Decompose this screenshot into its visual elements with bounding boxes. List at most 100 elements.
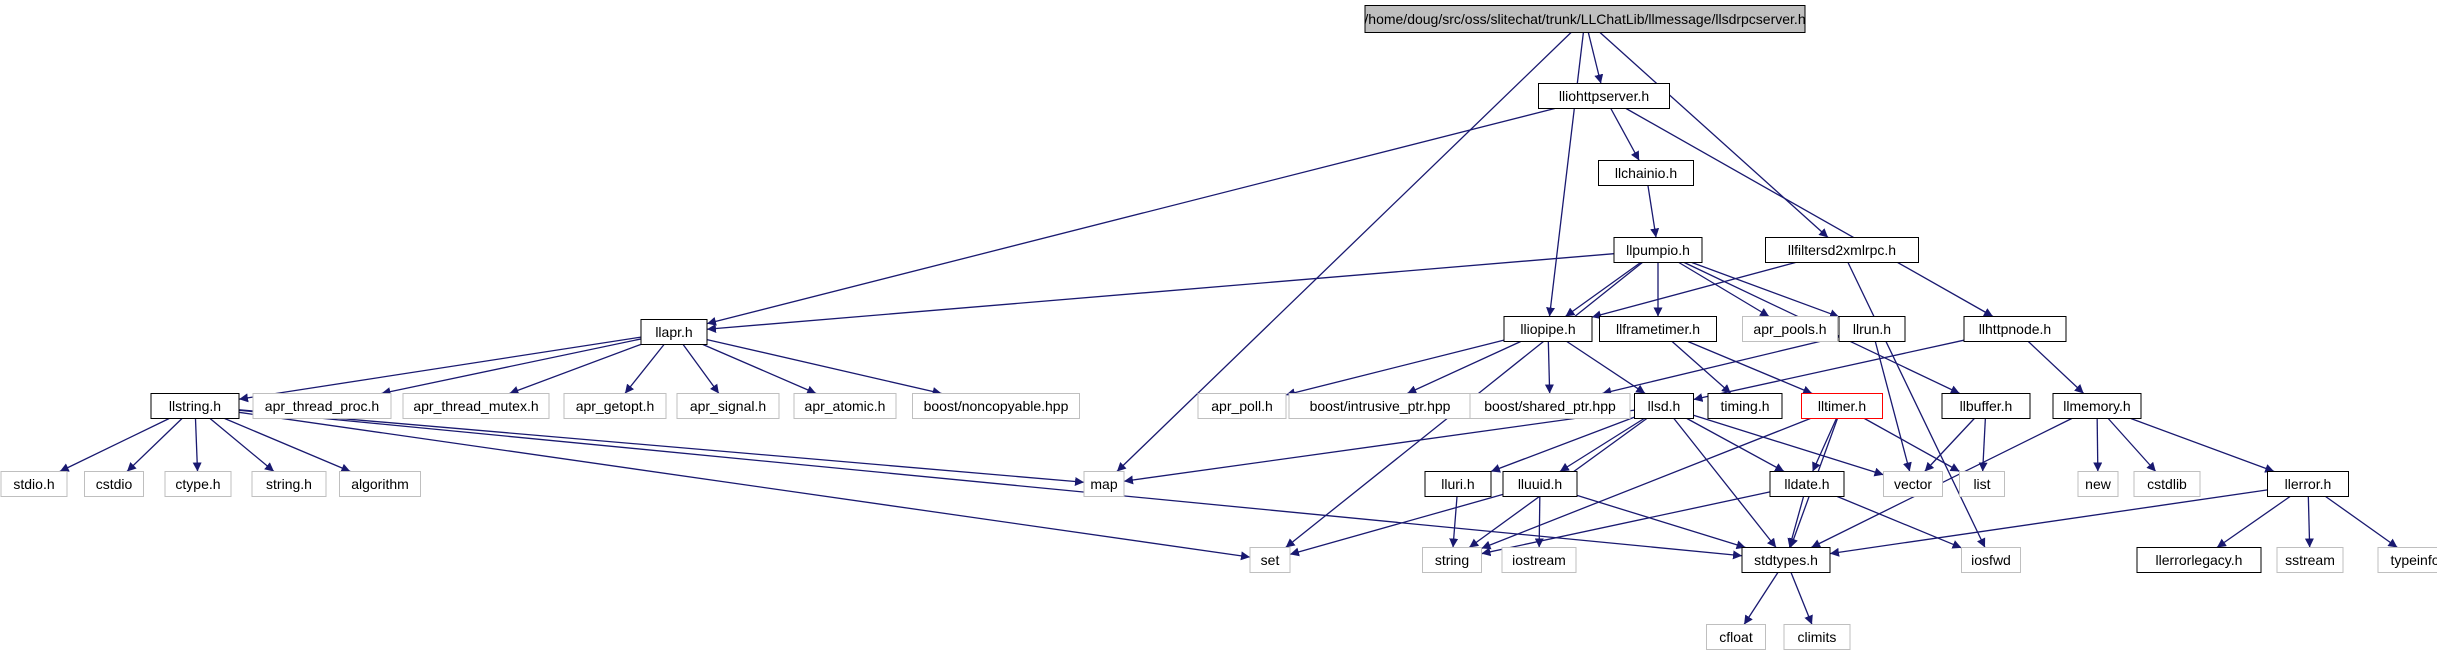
node-lldate[interactable]: lldate.h	[1769, 471, 1845, 497]
node-box	[1707, 393, 1783, 419]
node-box	[1941, 393, 2031, 419]
node-label: llerror.h	[2285, 476, 2332, 492]
node-label: llstring.h	[169, 398, 221, 414]
node-box	[1422, 547, 1482, 573]
node-lluri[interactable]: lluri.h	[1424, 471, 1492, 497]
node-llerrorlegacy[interactable]: llerrorlegacy.h	[2136, 547, 2262, 573]
edge-llmemory-to-cstdlib	[2107, 418, 2157, 472]
node-apr_signal: apr_signal.h	[676, 393, 780, 419]
node-label: llchainio.h	[1615, 165, 1677, 181]
node-ctype: ctype.h	[164, 471, 232, 497]
node-timing[interactable]: timing.h	[1707, 393, 1783, 419]
node-box	[1742, 316, 1838, 342]
edge-llframetimer-to-timing	[1671, 341, 1732, 394]
node-box	[1424, 471, 1492, 497]
node-llapr[interactable]: llapr.h	[640, 319, 708, 345]
edge-stdtypes-to-cfloat	[1743, 572, 1779, 625]
node-label: llerrorlegacy.h	[2156, 552, 2243, 568]
node-lliopipe[interactable]: lliopipe.h	[1503, 316, 1593, 342]
node-label: typeinfo	[2390, 552, 2437, 568]
node-label: string	[1435, 552, 1469, 568]
node-box	[1538, 83, 1670, 109]
node-label: apr_atomic.h	[805, 398, 886, 414]
edge-llbuffer-to-list	[1978, 418, 1988, 472]
edge-lliohttpserver-to-llchainio	[1610, 108, 1640, 161]
node-climits: climits	[1783, 624, 1851, 650]
node-lltimer[interactable]: lltimer.h	[1801, 393, 1883, 419]
node-box	[150, 393, 240, 419]
node-llsd[interactable]: llsd.h	[1634, 393, 1694, 419]
edge-llstring-to-algorithm	[224, 417, 351, 473]
node-label: llsd.h	[1648, 398, 1681, 414]
node-box	[1963, 316, 2067, 342]
node-cstdlib: cstdlib	[2133, 471, 2201, 497]
node-box	[164, 471, 232, 497]
node-box	[640, 319, 708, 345]
node-label: cstdlib	[2147, 476, 2187, 492]
node-llhttpnode[interactable]: llhttpnode.h	[1963, 316, 2067, 342]
node-llbuffer[interactable]: llbuffer.h	[1941, 393, 2031, 419]
node-box	[2267, 471, 2349, 497]
node-label: cstdio	[96, 476, 133, 492]
node-label: iosfwd	[1971, 552, 2011, 568]
edge-llpumpio-to-apr_pools	[1678, 261, 1770, 318]
node-llrun[interactable]: llrun.h	[1838, 316, 1906, 342]
node-label: vector	[1894, 476, 1932, 492]
node-llmemory[interactable]: llmemory.h	[2052, 393, 2142, 419]
edge-stdtypes-to-climits	[1790, 572, 1813, 625]
node-vector: vector	[1883, 471, 1943, 497]
node-stdtypes[interactable]: stdtypes.h	[1741, 547, 1831, 573]
node-box	[339, 471, 421, 497]
node-stdio: stdio.h	[0, 471, 68, 497]
node-box	[1501, 547, 1577, 573]
edge-lluri-to-string	[1449, 496, 1459, 548]
edge-llstring-to-stdio	[59, 417, 170, 473]
node-llframetimer[interactable]: llframetimer.h	[1599, 316, 1717, 342]
node-label: new	[2085, 476, 2112, 492]
node-lluuid[interactable]: lluuid.h	[1502, 471, 1578, 497]
edge-lliohttpserver-to-llhttpnode	[1625, 107, 1994, 318]
node-label: cfloat	[1719, 629, 1753, 645]
node-llerror[interactable]: llerror.h	[2267, 471, 2349, 497]
edge-llerror-to-llerrorlegacy	[2216, 495, 2291, 549]
edge-llsd-to-stdtypes	[1673, 418, 1777, 548]
node-llstring[interactable]: llstring.h	[150, 393, 240, 419]
node-label: llmemory.h	[2063, 398, 2130, 414]
edge-lluuid-to-iostream	[1534, 496, 1544, 548]
node-list: list	[1959, 471, 2005, 497]
edge-lldate-to-string	[1481, 491, 1771, 557]
node-lliohttpserver[interactable]: lliohttpserver.h	[1538, 83, 1670, 109]
node-box	[402, 393, 550, 419]
node-label: lluri.h	[1441, 476, 1474, 492]
node-llchainio[interactable]: llchainio.h	[1598, 160, 1694, 186]
edge-llhttpnode-to-llsd	[1693, 339, 1965, 402]
node-box	[912, 393, 1080, 419]
node-box	[251, 471, 327, 497]
node-boost_noncopyable: boost/noncopyable.hpp	[912, 393, 1080, 419]
node-llfiltersd2xmlrpc[interactable]: llfiltersd2xmlrpc.h	[1765, 237, 1919, 263]
node-llpumpio[interactable]: llpumpio.h	[1613, 237, 1703, 263]
edge-lltimer-to-lldate	[1812, 418, 1837, 472]
edge-llpumpio-to-llapr	[706, 253, 1615, 333]
node-label: timing.h	[1720, 398, 1769, 414]
edge-llapr-to-apr_atomic	[702, 343, 817, 395]
edge-llapr-to-apr_getopt	[624, 344, 665, 394]
edge-llerror-to-typeinfo	[2325, 495, 2398, 549]
edge-llhttpnode-to-llmemory	[2027, 341, 2085, 394]
node-box	[1083, 471, 1125, 497]
node-label: apr_pools.h	[1753, 321, 1826, 337]
node-label: ctype.h	[175, 476, 220, 492]
node-box	[1801, 393, 1883, 419]
node-set: set	[1249, 547, 1291, 573]
edge-lliopipe-to-boost_intrusive	[1407, 340, 1521, 395]
edge-root-to-map	[1116, 32, 1572, 472]
node-label: list	[1973, 476, 1990, 492]
node-iostream: iostream	[1501, 547, 1577, 573]
node-box	[2276, 547, 2344, 573]
node-label: algorithm	[351, 476, 409, 492]
node-label: apr_thread_proc.h	[265, 398, 379, 414]
node-box	[1599, 316, 1717, 342]
node-label: llframetimer.h	[1616, 321, 1700, 337]
node-boost_shared: boost/shared_ptr.hpp	[1469, 393, 1631, 419]
